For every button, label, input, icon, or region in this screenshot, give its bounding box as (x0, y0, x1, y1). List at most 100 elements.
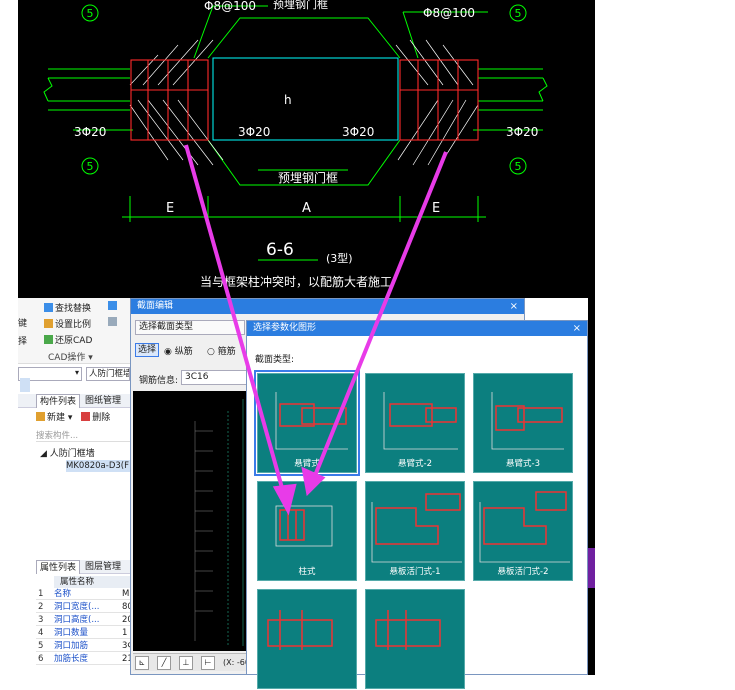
ortho-icon[interactable]: ⊢ (201, 656, 215, 670)
snap-icon[interactable]: ⊾ (135, 656, 149, 670)
thumb-flap-valve-1[interactable]: 悬板活门式-1 (365, 481, 465, 581)
select-section-type-button[interactable]: 选择截面类型 (135, 320, 245, 335)
annotation-arrows (184, 144, 448, 516)
section-sub: (3型) (326, 251, 353, 265)
find-replace-button[interactable]: 查找替换 (44, 301, 91, 314)
prop-name: 洞口高度(... (54, 615, 100, 625)
component-toolbar: 新建 ▾ 删除 (36, 411, 130, 425)
component-type-combo[interactable]: 人防门框墙 (86, 367, 130, 381)
section-shape-icon (267, 610, 333, 650)
thumb-cantilever-2[interactable]: 悬臂式-2 (365, 373, 465, 473)
select-button[interactable]: 选择 (135, 343, 159, 357)
perpendicular-icon[interactable]: ⊥ (179, 656, 193, 670)
thumb-label: 悬板活门式-2 (497, 567, 549, 577)
tab-drawing-manage[interactable]: 图纸管理 (85, 396, 122, 406)
callout-mid-left: 5 (87, 160, 94, 173)
rebar-info-input[interactable]: 3C16 (181, 370, 247, 385)
thumb-shape-7[interactable] (257, 589, 357, 689)
close-icon[interactable]: × (509, 301, 518, 312)
delete-icon (81, 412, 91, 421)
set-scale-icon (44, 319, 53, 328)
component-search-input[interactable]: 搜索构件... (36, 430, 130, 442)
table-row[interactable]: 4 洞口数量 1 (36, 627, 148, 639)
callout-mid-right: 5 (515, 160, 522, 173)
thumb-label: 悬臂式 (294, 459, 320, 469)
ribbon-extra-icon-1[interactable] (108, 301, 119, 312)
thumb-flap-valve-2[interactable]: 悬板活门式-2 (473, 481, 573, 581)
tree-root[interactable]: ◢ 人防门框墙 (40, 449, 95, 459)
prop-name: 洞口加筋 (54, 641, 89, 651)
left-panel: ▾ 人防门框墙 构件列表 图纸管理 新建 ▾ 删除 搜索构件... ◢ 人防门框… (18, 364, 148, 675)
row-number: 1 (38, 589, 44, 599)
ribbon-extra-icon-2[interactable] (108, 317, 119, 328)
cad-ops-group-label[interactable]: CAD操作 ▾ (48, 353, 93, 363)
callout-top-left: 5 (87, 7, 94, 20)
bar-right-outer: 3Φ20 (506, 125, 538, 139)
thumb-column[interactable]: 柱式 (257, 481, 357, 581)
cloud-check-icon (108, 317, 117, 326)
radio-unchecked-icon: ○ (207, 347, 218, 357)
arrowhead-left (272, 483, 297, 516)
section-type-label: 截面类型: (255, 355, 295, 365)
prop-name: 洞口数量 (54, 628, 89, 638)
rebar-top-right: Φ8@100 (423, 6, 475, 20)
tab-component-list[interactable]: 构件列表 (36, 394, 81, 408)
radio-longitudinal[interactable]: ◉ 纵筋 (164, 347, 193, 357)
dim-a: A (302, 201, 311, 216)
ribbon-cut-label-1: 键 (18, 319, 28, 329)
arrow-right (312, 151, 448, 479)
bar-left-inner: 3Φ20 (238, 125, 270, 139)
tab-properties[interactable]: 属性列表 (36, 560, 81, 574)
parametric-shape-titlebar[interactable]: 选择参数化图形 × (247, 321, 587, 336)
restore-cad-button[interactable]: 还原CAD (44, 333, 92, 346)
bar-right-inner: 3Φ20 (342, 125, 374, 139)
props-tabbar: 属性列表 图层管理 (36, 560, 130, 574)
prop-name: 洞口宽度(... (54, 602, 100, 612)
callout-top-right: 5 (515, 7, 522, 20)
floor-combo[interactable]: ▾ (18, 367, 82, 381)
parametric-shape-dialog: 选择参数化图形 × 截面类型: 悬臂式 悬臂式-2 悬臂式-3 柱式悬板活门式-1 悬板… (246, 320, 588, 689)
cloud-icon (108, 301, 117, 310)
arrow-left (184, 144, 286, 496)
props-table: 1名称MK0822洞口宽度(...8003洞口高度(...20004洞口数量15… (36, 588, 148, 675)
tree-child-selected[interactable]: MK0820a-D3(F (66, 460, 130, 472)
prop-name: 加筋长度 (54, 654, 89, 664)
ribbon-cad-ops: 键 择 查找替换 设置比例 还原CAD CAD操作 ▾ (18, 298, 130, 364)
set-scale-button[interactable]: 设置比例 (44, 317, 91, 330)
ribbon-cut-label-2: 择 (18, 337, 28, 347)
collapse-triangle-icon: ◢ (40, 449, 50, 459)
coordinate-readout: (X: -60 (223, 658, 250, 667)
dim-e-right: E (432, 201, 440, 216)
thumb-cantilever-3[interactable]: 悬臂式-3 (473, 373, 573, 473)
find-replace-icon (44, 303, 53, 312)
radio-stirrup[interactable]: ○ 箍筋 (207, 347, 236, 357)
component-tabbar: 构件列表 图纸管理 (18, 394, 130, 408)
props-header: 属性名称 (54, 576, 130, 588)
section-canvas[interactable] (133, 391, 247, 651)
tab-layers[interactable]: 图层管理 (85, 562, 122, 572)
new-component-button[interactable]: 新建 ▾ (36, 412, 72, 423)
row-number: 6 (38, 654, 44, 664)
section-title: 6-6 (266, 240, 294, 260)
cad-note: 当与框架柱冲突时，以配筋大者施工 (200, 274, 392, 289)
line-tool-icon[interactable]: ╱ (157, 656, 171, 670)
top-frame-label: 预埋钢门框 (273, 0, 328, 11)
section-shape-icon (491, 392, 564, 450)
delete-component-button[interactable]: 删除 (81, 412, 110, 423)
arrowhead-right (301, 466, 326, 497)
thumb-label: 悬板活门式-1 (389, 567, 441, 577)
bottom-frame-label: 预埋钢门框 (278, 170, 338, 185)
section-canvas-svg (194, 399, 244, 646)
side-panel-icon[interactable] (20, 378, 30, 392)
thumb-label: 悬臂式-3 (506, 459, 540, 469)
row-number: 4 (38, 628, 44, 638)
radio-checked-icon: ◉ (164, 347, 175, 357)
cad-drawing-area[interactable]: 5 5 5 5 Φ8@100 预埋钢门框 Φ8@100 3Φ20 3Φ20 3Φ… (18, 0, 595, 298)
thumb-shape-8[interactable] (365, 589, 465, 689)
right-edge-strip (588, 298, 595, 675)
close-icon[interactable]: × (572, 323, 581, 334)
prop-value[interactable]: 1 (122, 628, 128, 638)
new-icon (36, 412, 45, 421)
strip-svg (588, 548, 595, 588)
chevron-down-icon: ▾ (74, 368, 79, 377)
